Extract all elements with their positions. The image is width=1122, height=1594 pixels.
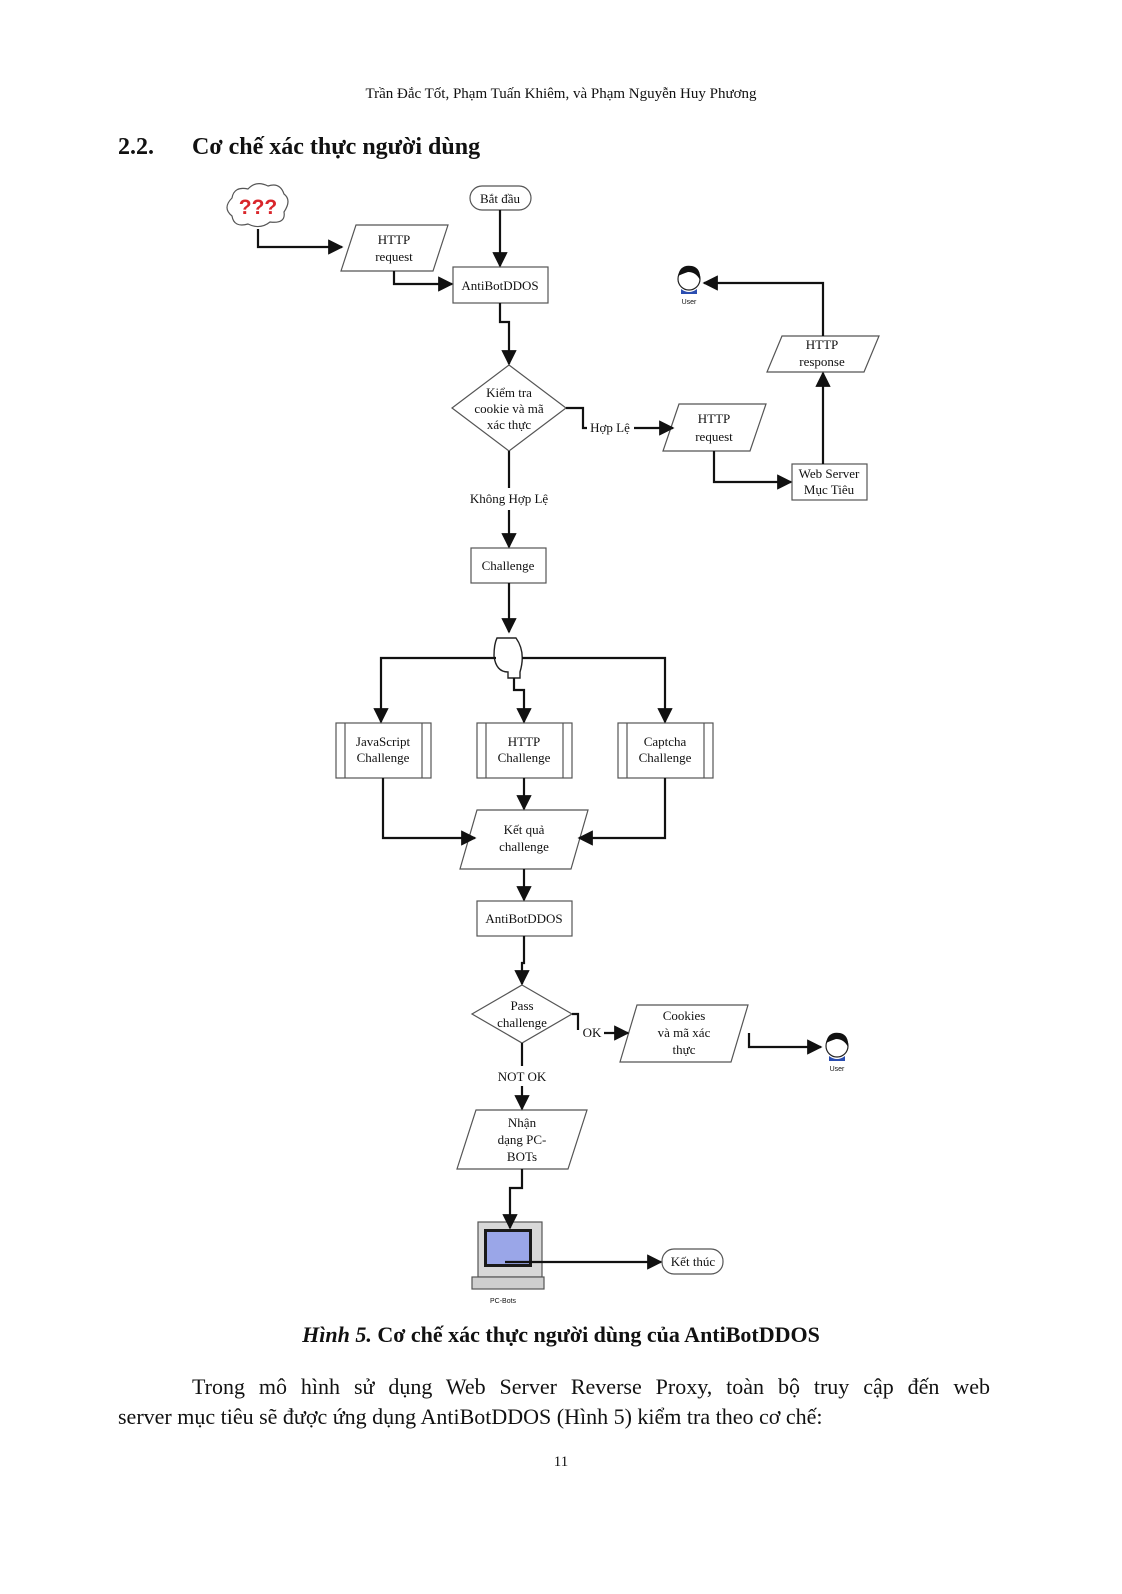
http-request-output: HTTP request — [662, 403, 767, 452]
paragraph-line-2: server mục tiêu sẽ được ứng dụng AntiBot… — [118, 1404, 823, 1429]
cookies-output-data: Cookies và mã xác thực — [619, 1004, 749, 1063]
web-server-line2: Mục Tiêu — [804, 482, 855, 497]
figure-caption: Hình 5. Cơ chế xác thực người dùng của A… — [0, 1322, 1122, 1348]
section-title: Cơ chế xác thực người dùng — [192, 134, 481, 160]
antibot-1-label: AntiBotDDOS — [461, 278, 538, 293]
challenge-result-line1: Kết quả — [504, 822, 545, 837]
http-challenge-line2: Challenge — [498, 750, 551, 765]
body-paragraph: Trong mô hình sử dụng Web Server Reverse… — [118, 1372, 990, 1432]
start-label: Bắt đầu — [480, 191, 521, 206]
http-request-out-line2: request — [695, 429, 733, 444]
http-request-in-line2: request — [375, 249, 413, 264]
cookies-line2: và mã xác — [658, 1025, 711, 1040]
figure-caption-label: Hình 5. — [302, 1322, 372, 1347]
unknown-text: ??? — [239, 196, 277, 219]
challenge-process: Challenge — [470, 547, 547, 584]
identify-bots-line2: dạng PC- — [498, 1132, 547, 1147]
user-avatar-bottom-icon: User — [825, 1032, 849, 1073]
antibot-2-label: AntiBotDDOS — [485, 911, 562, 926]
user-label-top: User — [682, 299, 697, 306]
pass-challenge-decision: Pass challenge — [470, 984, 574, 1044]
cookies-line3: thực — [673, 1042, 696, 1057]
challenge-result-line2: challenge — [499, 839, 549, 854]
page-header-authors: Trần Đắc Tốt, Phạm Tuấn Khiêm, và Phạm N… — [365, 86, 757, 102]
edge-js-to-result — [381, 778, 477, 846]
http-response-line2: response — [799, 354, 845, 369]
edge-gate-to-captcha — [522, 656, 673, 724]
check-cookie-line2: cookie và mã — [474, 401, 544, 416]
or-gate-icon — [493, 637, 523, 679]
antibot-process-1: AntiBotDDOS — [452, 266, 549, 304]
pass-challenge-line1: Pass — [510, 998, 533, 1013]
pc-bots-computer-icon: PC-Bots — [471, 1221, 545, 1305]
challenge-label: Challenge — [482, 558, 535, 573]
challenge-result-data: Kết quả challenge — [459, 809, 589, 870]
check-cookie-line3: xác thực — [487, 417, 531, 432]
end-node: Kết thúc — [661, 1248, 724, 1275]
edge-gate-to-http — [512, 678, 532, 724]
edge-cloud-to-request — [256, 229, 344, 255]
http-request-in-line1: HTTP — [378, 232, 411, 247]
antibot-process-2: AntiBotDDOS — [476, 900, 573, 937]
http-challenge-subprocess: HTTP Challenge — [476, 722, 573, 779]
http-response-line1: HTTP — [806, 337, 839, 352]
flowchart-diagram: ??? Bắt đầu HTTP request AntiBotDDOS Kiể… — [226, 183, 880, 1305]
js-challenge-line2: Challenge — [357, 750, 410, 765]
edge-check-to-valid — [566, 406, 587, 430]
pass-challenge-line2: challenge — [497, 1015, 547, 1030]
start-node: Bắt đầu — [469, 185, 532, 211]
captcha-challenge-subprocess: Captcha Challenge — [617, 722, 714, 779]
identify-bots-line1: Nhận — [508, 1115, 537, 1130]
http-request-out-line1: HTTP — [698, 411, 731, 426]
ok-label: OK — [583, 1025, 602, 1040]
edge-request-to-antibot — [392, 271, 454, 292]
invalid-label: Không Hợp Lệ — [470, 491, 549, 506]
http-response-output: HTTP response — [766, 335, 880, 373]
js-challenge-line1: JavaScript — [356, 734, 411, 749]
cookies-line1: Cookies — [663, 1008, 706, 1023]
edge-antibot-to-check — [498, 303, 517, 366]
paragraph-line-1: Trong mô hình sử dụng Web Server Reverse… — [192, 1374, 990, 1399]
end-label: Kết thúc — [671, 1254, 716, 1269]
web-server-line1: Web Server — [799, 466, 860, 481]
captcha-challenge-line1: Captcha — [644, 734, 687, 749]
user-avatar-icon: User — [677, 265, 701, 306]
figure-caption-text: Cơ chế xác thực người dùng của AntiBotDD… — [371, 1322, 820, 1347]
http-challenge-line1: HTTP — [508, 734, 541, 749]
edge-antibot-to-pass — [514, 936, 530, 986]
user-label-bottom: User — [830, 1066, 845, 1073]
section-number: 2.2. — [118, 134, 154, 160]
page-number: 11 — [553, 1454, 569, 1470]
edge-captcha-to-result — [577, 778, 667, 846]
section-heading: 2.2. Cơ chế xác thực người dùng — [118, 134, 480, 161]
edge-identify-to-pc — [502, 1169, 524, 1230]
http-request-input: HTTP request — [340, 224, 449, 272]
unknown-source-cloud: ??? — [226, 183, 289, 228]
edge-pass-to-ok — [572, 1012, 580, 1030]
notok-label: NOT OK — [498, 1069, 547, 1084]
edge-gate-to-js — [373, 656, 496, 724]
pc-bots-label: PC-Bots — [490, 1298, 517, 1305]
valid-label: Hợp Lệ — [590, 420, 630, 435]
identify-bots-line3: BOTs — [507, 1149, 537, 1164]
edge-request-to-webserver — [712, 451, 793, 490]
edge-response-to-user — [702, 275, 825, 336]
edge-cookies-to-user — [747, 1033, 823, 1055]
check-cookie-decision: Kiểm tra cookie và mã xác thực — [451, 364, 567, 452]
js-challenge-subprocess: JavaScript Challenge — [335, 722, 432, 779]
identify-bots-data: Nhận dạng PC- BOTs — [456, 1109, 588, 1170]
captcha-challenge-line2: Challenge — [639, 750, 692, 765]
web-server-process: Web Server Mục Tiêu — [791, 463, 868, 501]
check-cookie-line1: Kiểm tra — [486, 385, 532, 400]
